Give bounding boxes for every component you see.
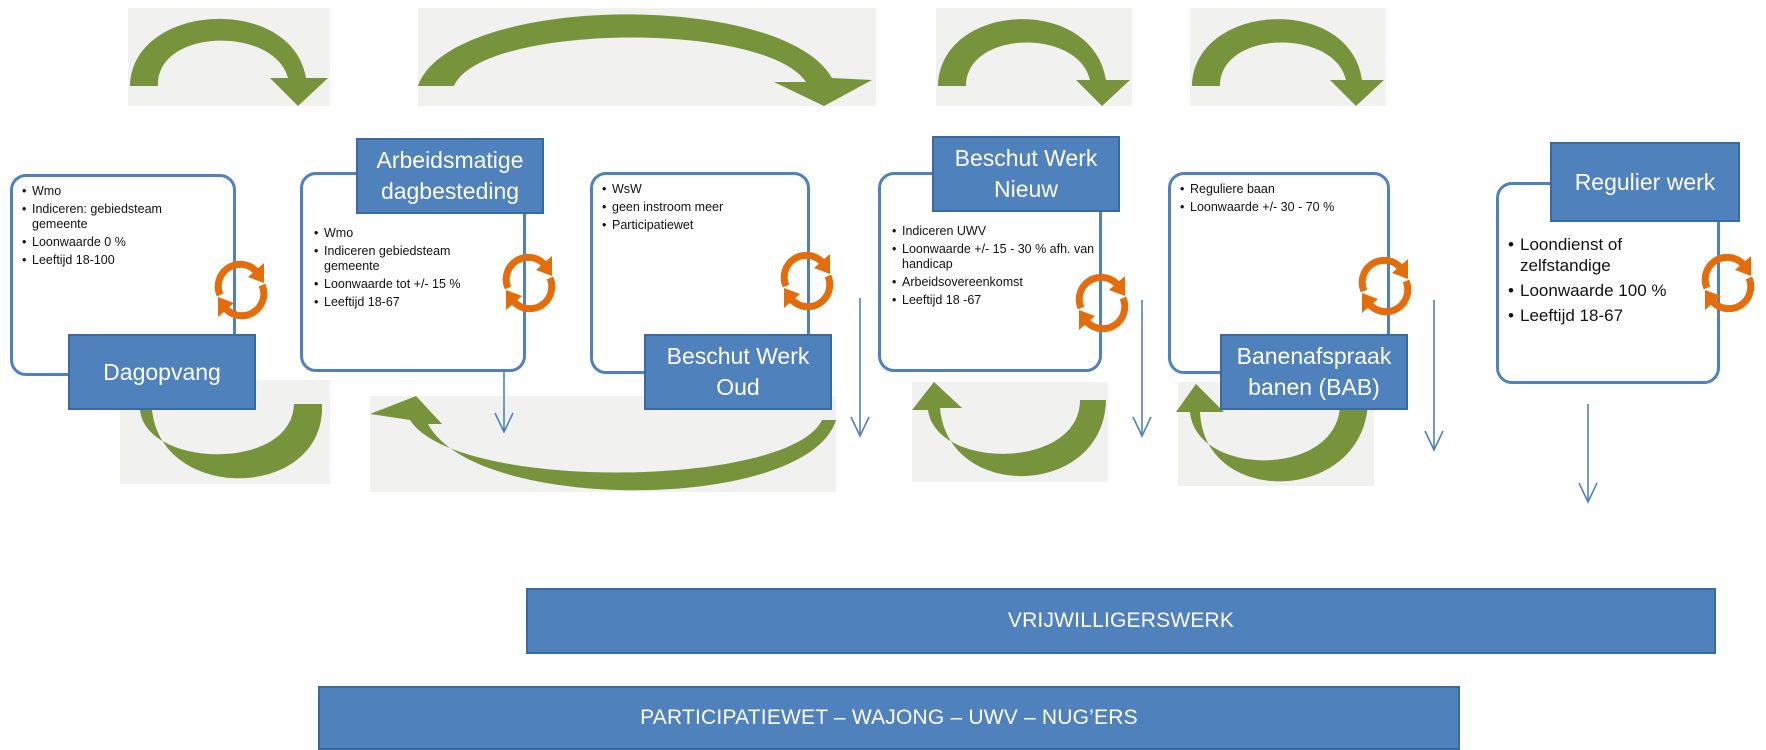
stage-label-arbeidsmatige-dagbesteding: Arbeidsmatige dagbesteding: [356, 138, 544, 214]
bullet-item: Leeftijd 18-100: [22, 253, 192, 268]
bullet-item: Loonwaarde tot +/- 15 %: [314, 277, 496, 292]
bullet-item: WsW: [602, 182, 782, 197]
bullet-item: Loonwaarde 0 %: [22, 235, 192, 250]
curved-arrow-icon: [370, 396, 836, 491]
cycle-icon: [1075, 273, 1129, 333]
curved-arrow-icon: [130, 18, 328, 106]
stage-bullets-banenafspraak-banen: Reguliere baan Loonwaarde +/- 30 - 70 %: [1180, 182, 1380, 218]
stage-label-regulier-werk: Regulier werk: [1550, 142, 1740, 222]
cycle-icon: [214, 260, 268, 320]
cycle-icon: [780, 251, 834, 311]
bullet-item: Participatiewet: [602, 218, 782, 233]
bullet-item: Loonwaarde +/- 15 - 30 % afh. van handic…: [892, 242, 1104, 272]
bullet-item: Indiceren gebiedsteam gemeente: [314, 244, 496, 274]
bullet-item: Wmo: [314, 226, 496, 241]
curved-arrow-icon: [938, 19, 1130, 106]
stage-label-beschut-werk-oud: Beschut Werk Oud: [644, 334, 832, 410]
down-arrow-icon: [1424, 300, 1444, 452]
curved-arrow-icon: [1176, 384, 1368, 482]
cycle-icon: [1358, 256, 1412, 316]
bullet-item: Arbeidsovereenkomst: [892, 275, 1104, 290]
stage-label-banenafspraak-banen: Banenafspraak banen (BAB): [1220, 334, 1408, 410]
bullet-item: Wmo: [22, 184, 192, 199]
stage-label-dagopvang: Dagopvang: [68, 334, 256, 410]
cycle-icon: [1701, 253, 1755, 313]
curved-arrow-icon: [1192, 19, 1384, 106]
stage-label-beschut-werk-nieuw: Beschut Werk Nieuw: [932, 136, 1120, 212]
bullet-item: Leeftijd 18 -67: [892, 293, 1104, 308]
curved-arrow-icon: [418, 14, 872, 106]
bullet-item: Loondienst of zelfstandige: [1508, 234, 1688, 276]
bullet-item: Indiceren: gebiedsteam gemeente: [22, 202, 192, 232]
down-arrow-icon: [850, 298, 870, 438]
bullet-item: Leeftijd 18-67: [1508, 305, 1688, 326]
bullet-item: Indiceren UWV: [892, 224, 1104, 239]
stage-bullets-regulier-werk: Loondienst of zelfstandige Loonwaarde 10…: [1508, 234, 1688, 330]
bullet-item: geen instroom meer: [602, 200, 782, 215]
stage-bullets-beschut-werk-oud: WsW geen instroom meer Participatiewet: [602, 182, 782, 236]
stage-bullets-beschut-werk-nieuw: Indiceren UWV Loonwaarde +/- 15 - 30 % a…: [892, 224, 1104, 311]
bar-participatiewet: PARTICIPATIEWET – WAJONG – UWV – NUG’ERS: [318, 686, 1460, 750]
bullet-item: Reguliere baan: [1180, 182, 1380, 197]
bullet-item: Leeftijd 18-67: [314, 295, 496, 310]
cycle-icon: [502, 253, 556, 313]
bullet-item: Loonwaarde +/- 30 - 70 %: [1180, 200, 1380, 215]
bar-vrijwilligerswerk: VRIJWILLIGERSWERK: [526, 588, 1716, 654]
stage-bullets-dagopvang: Wmo Indiceren: gebiedsteam gemeente Loon…: [22, 184, 192, 271]
bullet-item: Loonwaarde 100 %: [1508, 280, 1688, 301]
down-arrow-icon: [1132, 300, 1152, 438]
curved-arrow-icon: [912, 382, 1106, 477]
stage-bullets-arbeidsmatige-dagbesteding: Wmo Indiceren gebiedsteam gemeente Loonw…: [314, 226, 496, 313]
down-arrow-icon: [1578, 404, 1598, 504]
